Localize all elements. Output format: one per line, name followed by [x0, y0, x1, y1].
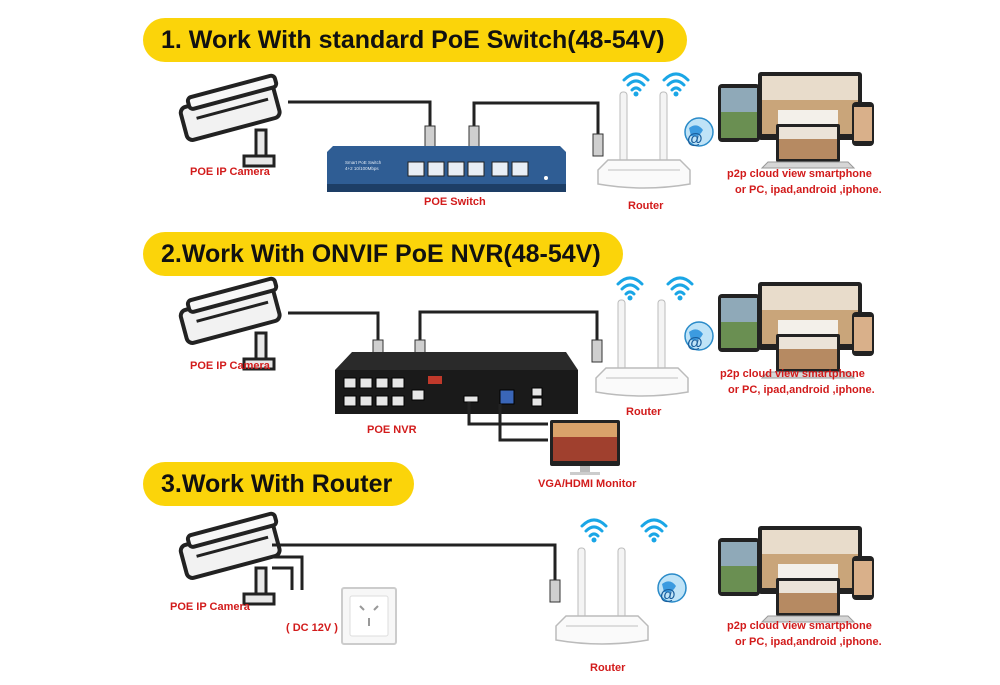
cloud-view-3-line1: p2p cloud view smartphone [727, 620, 872, 632]
cloud-view-2-text: p2p cloud view smartphone or PC, ipad,an… [720, 366, 875, 398]
cloud-view-2-line1: p2p cloud view smartphone [720, 368, 865, 380]
power-dc12v-label: ( DC 12V ) [286, 622, 338, 634]
camera-3-label: POE IP Camera [170, 601, 250, 613]
router-1-label: Router [628, 200, 664, 212]
poe-switch-icon [327, 146, 566, 192]
wifi-2a-icon [616, 276, 644, 302]
wifi-1b-icon [662, 72, 690, 98]
switch-brand-line2: 4+2 10/100Mbps [345, 166, 379, 171]
camera-2-label: POE IP Camera [190, 360, 270, 372]
wifi-3a-icon [580, 518, 608, 544]
router-1-icon [597, 91, 691, 189]
cloud-view-2-line2: or PC, ipad,android ,iphone. [728, 384, 875, 396]
camera-3-icon [175, 510, 287, 606]
cloud-globe-2-icon [684, 321, 714, 353]
cloud-view-1-text: p2p cloud view smartphone or PC, ipad,an… [727, 166, 882, 198]
cloud-view-3-text: p2p cloud view smartphone or PC, ipad,an… [727, 618, 882, 650]
camera-1-icon [175, 72, 287, 168]
vga-hdmi-monitor-label: VGA/HDMI Monitor [538, 478, 637, 490]
cloud-view-1-line2: or PC, ipad,android ,iphone. [735, 184, 882, 196]
power-outlet-icon [341, 587, 397, 645]
router-3-label: Router [590, 662, 626, 674]
wifi-1a-icon [622, 72, 650, 98]
viewing-devices-3-icon [717, 525, 875, 623]
viewing-devices-2-icon [717, 281, 875, 379]
router-2-icon [595, 299, 689, 397]
cloud-view-1-line1: p2p cloud view smartphone [727, 168, 872, 180]
wifi-2b-icon [666, 276, 694, 302]
cloud-globe-1-icon [684, 117, 714, 149]
section-2-title: 2.Work With ONVIF PoE NVR(48-54V) [143, 232, 623, 276]
wifi-3b-icon [640, 518, 668, 544]
camera-1-label: POE IP Camera [190, 166, 270, 178]
poe-switch-label: POE Switch [424, 196, 486, 208]
viewing-devices-1-icon [717, 71, 875, 169]
switch-brand-panel: Smart PoE Switch 4+2 10/100Mbps [345, 160, 381, 172]
section-3-title: 3.Work With Router [143, 462, 415, 506]
switch-brand-line1: Smart PoE Switch [345, 160, 382, 165]
router-3-icon [555, 547, 649, 645]
router-2-label: Router [626, 406, 662, 418]
section-1-title: 1. Work With standard PoE Switch(48-54V) [143, 18, 687, 62]
poe-nvr-label: POE NVR [367, 424, 417, 436]
camera-2-icon [175, 275, 287, 371]
cloud-globe-3-icon [657, 573, 687, 605]
vga-hdmi-monitor-icon [550, 420, 620, 475]
cloud-view-3-line2: or PC, ipad,android ,iphone. [735, 636, 882, 648]
poe-nvr-icon [335, 352, 578, 414]
